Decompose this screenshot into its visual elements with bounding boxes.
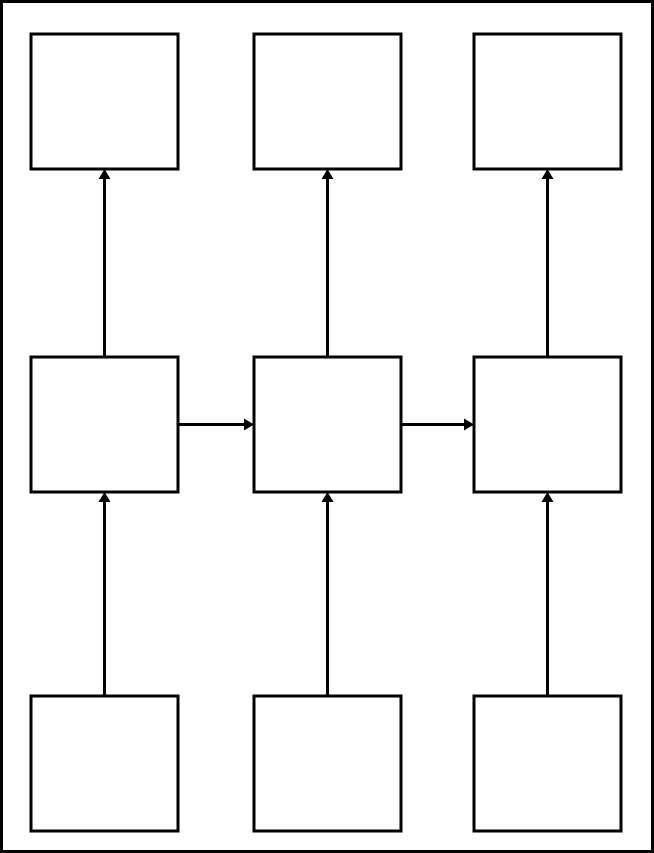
node-box-middle-3 bbox=[472, 355, 623, 494]
arrowhead-icon bbox=[321, 492, 334, 502]
edges-layer bbox=[98, 169, 554, 696]
node-box-top-2 bbox=[252, 32, 403, 171]
node-middle-1 bbox=[29, 355, 180, 494]
arrowhead-icon bbox=[541, 169, 554, 179]
arrowhead-icon bbox=[541, 492, 554, 502]
node-middle-3 bbox=[472, 355, 623, 494]
arrowhead-icon bbox=[98, 492, 111, 502]
arrow-middle-1-to-top-1 bbox=[98, 169, 111, 357]
node-box-bottom-2 bbox=[252, 694, 403, 833]
arrow-bottom-2-to-middle-2 bbox=[321, 492, 334, 696]
arrow-middle-3-to-top-3 bbox=[541, 169, 554, 357]
node-box-bottom-3 bbox=[472, 694, 623, 833]
node-box-bottom-1 bbox=[29, 694, 180, 833]
node-bottom-3 bbox=[472, 694, 623, 833]
node-top-3 bbox=[472, 32, 623, 171]
arrowhead-icon bbox=[98, 169, 111, 179]
node-box-top-3 bbox=[472, 32, 623, 171]
arrow-bottom-3-to-middle-3 bbox=[541, 492, 554, 696]
arrow-bottom-1-to-middle-1 bbox=[98, 492, 111, 696]
node-box-middle-1 bbox=[29, 355, 180, 494]
arrowhead-icon bbox=[321, 169, 334, 179]
node-middle-2 bbox=[252, 355, 403, 494]
node-top-1 bbox=[29, 32, 180, 171]
node-bottom-1 bbox=[29, 694, 180, 833]
arrow-middle-1-to-middle-2 bbox=[178, 418, 254, 431]
arrow-middle-2-to-middle-3 bbox=[401, 418, 474, 431]
nodes-layer bbox=[29, 32, 623, 833]
node-box-top-1 bbox=[29, 32, 180, 171]
arrow-middle-2-to-top-2 bbox=[321, 169, 334, 357]
arrowhead-icon bbox=[464, 418, 474, 431]
node-top-2 bbox=[252, 32, 403, 171]
arrowhead-icon bbox=[244, 418, 254, 431]
node-box-middle-2 bbox=[252, 355, 403, 494]
node-bottom-2 bbox=[252, 694, 403, 833]
